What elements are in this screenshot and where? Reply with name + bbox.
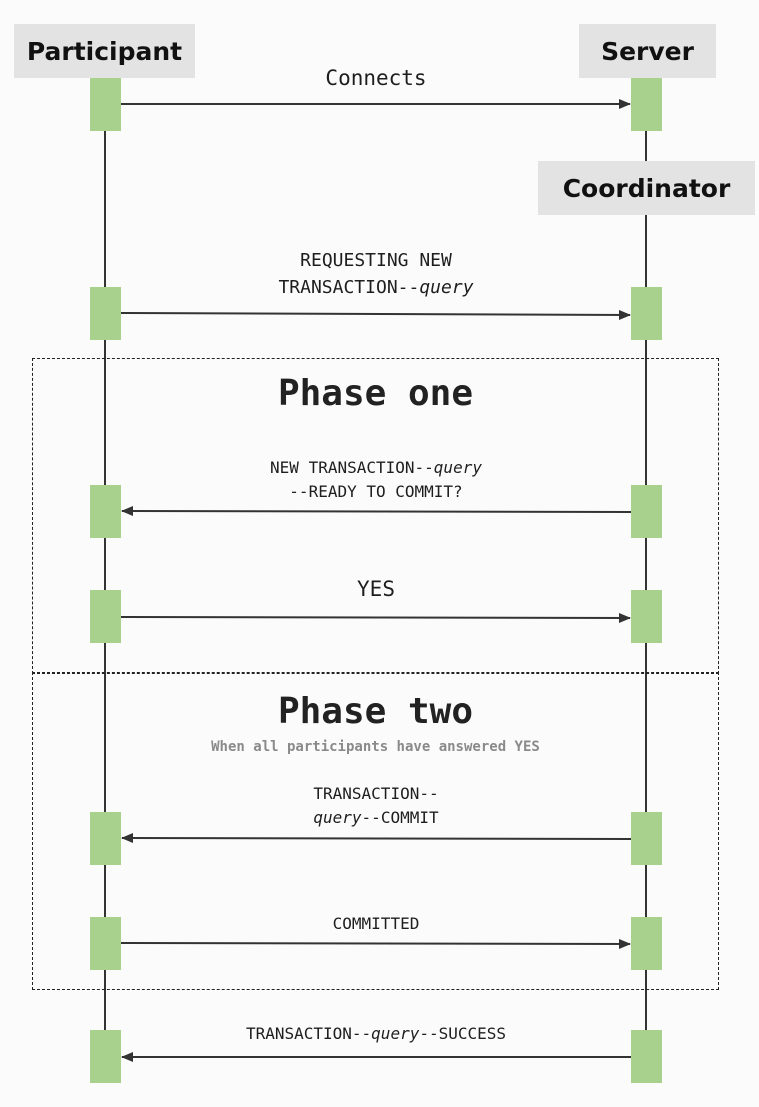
phase-two-frame: Phase two When all participants have ans…	[32, 672, 719, 990]
coordinator-actor: Coordinator	[538, 161, 755, 215]
participant-activation-connect	[90, 78, 121, 131]
coordinator-activation-committed	[631, 917, 662, 970]
msg-success-post: --SUCCESS	[419, 1024, 507, 1043]
msg-commit: TRANSACTION-- query--COMMIT	[121, 782, 631, 830]
msg-ready-query: query	[433, 458, 482, 477]
msg-committed: COMMITTED	[332, 914, 420, 933]
msg-success-query: query	[371, 1024, 420, 1043]
arrow-committed	[120, 938, 631, 949]
arrow-request	[120, 309, 631, 320]
arrow-ready	[121, 506, 632, 517]
msg-ready: NEW TRANSACTION--query --READY TO COMMIT…	[121, 456, 631, 504]
msg-request-line2-text: TRANSACTION--	[278, 277, 420, 298]
arrow-commit	[121, 833, 632, 844]
msg-ready-line1: NEW TRANSACTION--query	[121, 456, 631, 480]
msg-connects: Connects	[325, 66, 427, 90]
participant-activation-committed	[90, 917, 121, 970]
msg-success-pre: TRANSACTION--	[245, 1024, 372, 1043]
msg-commit-query: query	[313, 808, 362, 827]
phase-two-title: Phase two	[277, 691, 474, 732]
participant-lifeline	[104, 78, 106, 1083]
coordinator-lifeline	[645, 215, 647, 1083]
participant-activation-request	[90, 287, 121, 340]
msg-commit-line1: TRANSACTION--	[313, 784, 439, 803]
msg-commit-line2: query--COMMIT	[121, 806, 631, 830]
phase-one-frame: Phase one	[32, 358, 719, 674]
msg-ready-line2: --READY TO COMMIT?	[289, 482, 463, 501]
msg-request: REQUESTING NEW TRANSACTION--query	[121, 247, 631, 301]
coordinator-activation-request	[631, 287, 662, 340]
participant-actor: Participant	[14, 24, 195, 78]
participant-activation-commit	[90, 812, 121, 865]
arrow-yes	[120, 612, 631, 623]
phase-one-title: Phase one	[277, 373, 474, 414]
phase-two-subtitle: When all participants have answered YES	[211, 739, 540, 755]
server-activation-connect	[631, 78, 662, 131]
msg-request-line2: TRANSACTION--query	[121, 274, 631, 301]
server-actor: Server	[579, 24, 716, 78]
msg-success: TRANSACTION--query--SUCCESS	[121, 1022, 631, 1046]
coordinator-activation-ready	[631, 485, 662, 538]
participant-activation-success	[90, 1030, 121, 1083]
msg-request-query: query	[419, 277, 474, 298]
coordinator-activation-success	[631, 1030, 662, 1083]
msg-ready-line1-text: NEW TRANSACTION--	[270, 458, 434, 477]
msg-commit-line2-text: --COMMIT	[361, 808, 439, 827]
participant-activation-ready	[90, 485, 121, 538]
msg-yes: YES	[357, 577, 395, 601]
coordinator-activation-commit	[631, 812, 662, 865]
coordinator-activation-yes	[631, 590, 662, 643]
participant-activation-yes	[90, 590, 121, 643]
msg-request-line1: REQUESTING NEW	[300, 250, 452, 271]
